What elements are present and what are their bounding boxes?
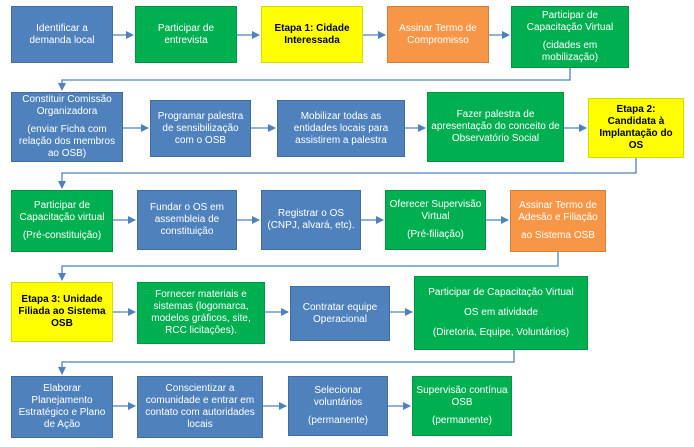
step-sublabel: OS em atividade [464, 307, 538, 318]
step-participar-entrevista: Participar de entrevista [135, 6, 237, 63]
step-elaborar-planejamento: Elaborar Planejamento Estratégico e Plan… [11, 376, 113, 438]
step-label: Supervisão contínua OSB [416, 385, 508, 408]
step-identificar-demanda: Identificar a demanda local [11, 6, 113, 63]
step-fundar-os: Fundar o OS em assembleia de constituiçã… [137, 190, 237, 250]
step-programar-palestra: Programar palestra de sensibilização com… [150, 100, 251, 157]
step-etapa-3: Etapa 3: Unidade Filiada ao Sistema OSB [11, 282, 113, 342]
step-label: Fornecer materiais e sistemas (logomarca… [151, 289, 251, 336]
step-label: Fundar o OS em assembleia de constituiçã… [150, 202, 224, 237]
step-label: Contratar equipe Operacional [302, 301, 378, 325]
step-capacitacao-mobilizacao: Participar de Capacitação Virtual (cidad… [511, 6, 629, 68]
step-label: Etapa 2: Candidata à Implantação do OS [599, 104, 673, 151]
step-contratar-equipe: Contratar equipe Operacional [290, 286, 390, 341]
step-mobilizar-entidades: Mobilizar todas as entidades locais para… [277, 100, 405, 157]
step-label: Conscientizar a comunidade e entrar em c… [145, 383, 255, 430]
step-label: Assinar Termo de Compromisso [399, 22, 477, 46]
step-label: Participar de Capacitação Virtual [428, 287, 574, 298]
step-assinar-termo-adesao: Assinar Termo de Adesão e Filiação ao Si… [510, 190, 606, 252]
step-capacitacao-atividade: Participar de Capacitação Virtual OS em … [414, 276, 588, 350]
step-etapa-1: Etapa 1: Cidade Interessada [261, 6, 363, 63]
step-sublabel: (Pré-constituição) [22, 230, 102, 241]
step-constituir-comissao: Constituir Comissão Organizadora (enviar… [11, 92, 123, 162]
step-label: Elaborar Planejamento Estratégico e Plan… [18, 383, 106, 430]
step-sublabel-2: (Diretoria, Equipe, Voluntários) [432, 327, 570, 338]
step-label: Registrar o OS (CNPJ, alvará, etc). [267, 208, 355, 231]
step-label: Programar palestra de sensibilização com… [157, 110, 244, 146]
step-etapa-2: Etapa 2: Candidata à Implantação do OS [588, 98, 684, 158]
step-label: Assinar Termo de Adesão e Filiação [518, 200, 598, 223]
step-fazer-palestra: Fazer palestra de apresentação do concei… [427, 92, 564, 162]
step-label: Participar de Capacitação Virtual [526, 10, 614, 33]
step-capacitacao-pre-constituicao: Participar de Capacitação virtual (Pré-c… [11, 190, 113, 252]
step-assinar-termo-compromisso: Assinar Termo de Compromisso [387, 6, 489, 63]
step-label: Etapa 1: Cidade Interessada [274, 22, 350, 46]
step-supervisao-virtual: Oferecer Supervisão Virtual (Pré-filiaçã… [385, 190, 486, 250]
step-label: Oferecer Supervisão Virtual [389, 199, 482, 222]
step-sublabel: (enviar Ficha com relação dos membros ao… [18, 124, 116, 159]
step-label: Selecionar voluntários [313, 385, 363, 408]
arrow [58, 158, 637, 189]
step-label: Fazer palestra de apresentação do concei… [431, 109, 560, 144]
step-supervisao-continua: Supervisão contínua OSB (permanente) [412, 376, 512, 436]
step-sublabel: (cidades em mobilização) [541, 40, 599, 63]
step-label: Participar de Capacitação virtual [19, 200, 105, 223]
step-label: Mobilizar todas as entidades locais para… [293, 110, 389, 146]
step-sublabel: (Pré-filiação) [407, 229, 464, 240]
step-sublabel: ao Sistema OSB [521, 230, 595, 241]
arrow [58, 68, 571, 91]
arrow [58, 350, 515, 375]
step-label: Participar de entrevista [157, 22, 215, 46]
step-sublabel: (permanente) [307, 415, 369, 426]
step-conscientizar-comunidade: Conscientizar a comunidade e entrar em c… [137, 376, 263, 438]
step-label: Identificar a demanda local [29, 22, 95, 46]
step-label: Etapa 3: Unidade Filiada ao Sistema OSB [18, 294, 106, 329]
step-selecionar-voluntarios: Selecionar voluntários (permanente) [288, 376, 388, 436]
step-sublabel: (permanente) [431, 415, 493, 426]
step-fornecer-materiais: Fornecer materiais e sistemas (logomarca… [137, 282, 265, 344]
step-registrar-os: Registrar o OS (CNPJ, alvará, etc). [261, 190, 361, 250]
step-label: Constituir Comissão Organizadora [22, 94, 112, 117]
